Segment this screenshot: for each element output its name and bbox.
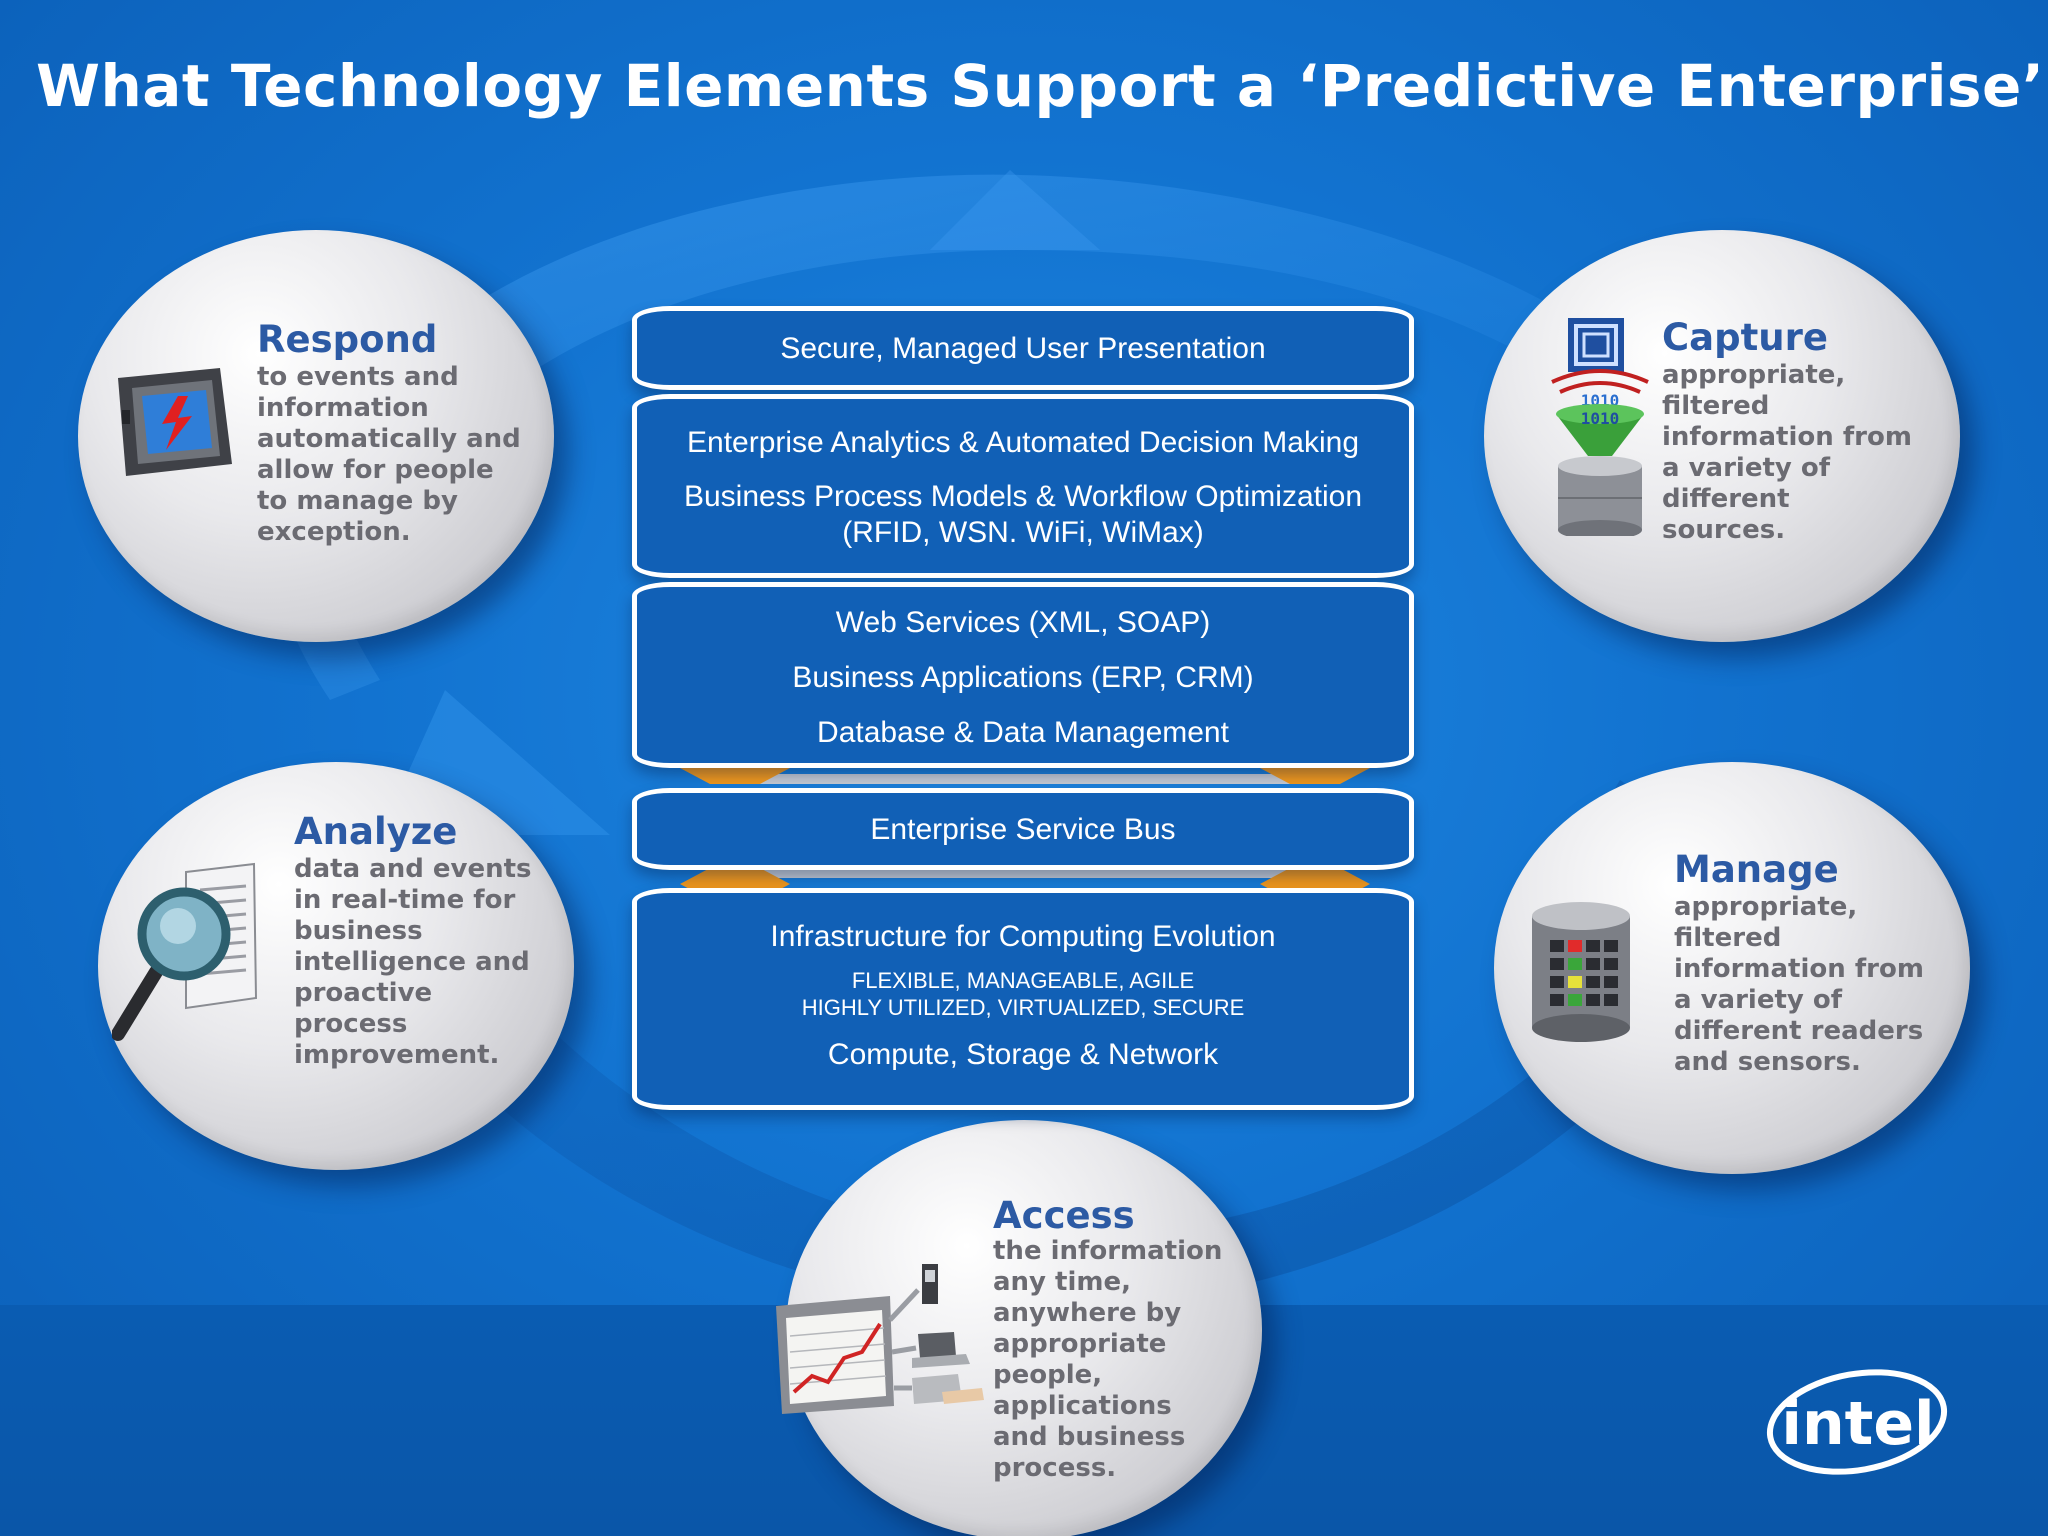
attributes-line-1: FLEXIBLE, MANAGEABLE, AGILE: [851, 968, 1195, 993]
database-label: Database & Data Management: [817, 716, 1229, 749]
intel-logo: intel: [1766, 1369, 1948, 1475]
presentation-label: Secure, Managed User Presentation: [780, 332, 1266, 365]
layer-applications: Web Services (XML, SOAP) Business Applic…: [632, 582, 1414, 768]
layer-esb: Enterprise Service Bus: [632, 788, 1414, 870]
business-apps-label: Business Applications (ERP, CRM): [792, 661, 1254, 694]
rfid-funnel-icon: 1010 1010: [1551, 318, 1649, 536]
access-text: the information any time, anywhere by ap…: [993, 1236, 1223, 1483]
svg-text:1010: 1010: [1581, 409, 1620, 428]
compute-label: Compute, Storage & Network: [827, 1038, 1219, 1071]
layer-presentation: Secure, Managed User Presentation: [632, 306, 1414, 390]
manage-title: Manage: [1674, 848, 1839, 891]
devices-chart-icon: [776, 1264, 984, 1414]
analytics-label: Enterprise Analytics & Automated Decisio…: [687, 426, 1359, 459]
intel-logo-text: intel: [1781, 1389, 1934, 1459]
process-models-label: Business Process Models & Workflow Optim…: [683, 480, 1363, 513]
esb-label: Enterprise Service Bus: [870, 813, 1176, 846]
layer-infrastructure: Infrastructure for Computing Evolution F…: [632, 888, 1414, 1110]
layer-analytics: Enterprise Analytics & Automated Decisio…: [632, 394, 1414, 578]
protocols-label: (RFID, WSN. WiFi, WiMax): [842, 516, 1204, 549]
manage-text: appropriate, filtered information from a…: [1674, 892, 1924, 1077]
web-services-label: Web Services (XML, SOAP): [835, 606, 1211, 639]
attributes-line-2: HIGHLY UTILIZED, VIRTUALIZED, SECURE: [801, 995, 1245, 1020]
page-title: What Technology Elements Support a ‘Pred…: [36, 52, 2048, 120]
respond-text: to events and information automatically …: [257, 362, 521, 547]
magnifier-document-icon: [112, 862, 258, 1041]
access-title: Access: [993, 1194, 1135, 1237]
infrastructure-label: Infrastructure for Computing Evolution: [770, 920, 1276, 953]
analyze-text: data and events in real-time for busines…: [294, 854, 532, 1070]
capture-circle: [1484, 230, 1960, 642]
respond-title: Respond: [257, 318, 438, 361]
alert-monitor-icon: [118, 368, 232, 476]
analyze-title: Analyze: [294, 810, 458, 853]
database-server-icon: [1532, 902, 1630, 1042]
capture-text: appropriate, filtered information from a…: [1662, 360, 1912, 545]
capture-title: Capture: [1662, 316, 1828, 359]
